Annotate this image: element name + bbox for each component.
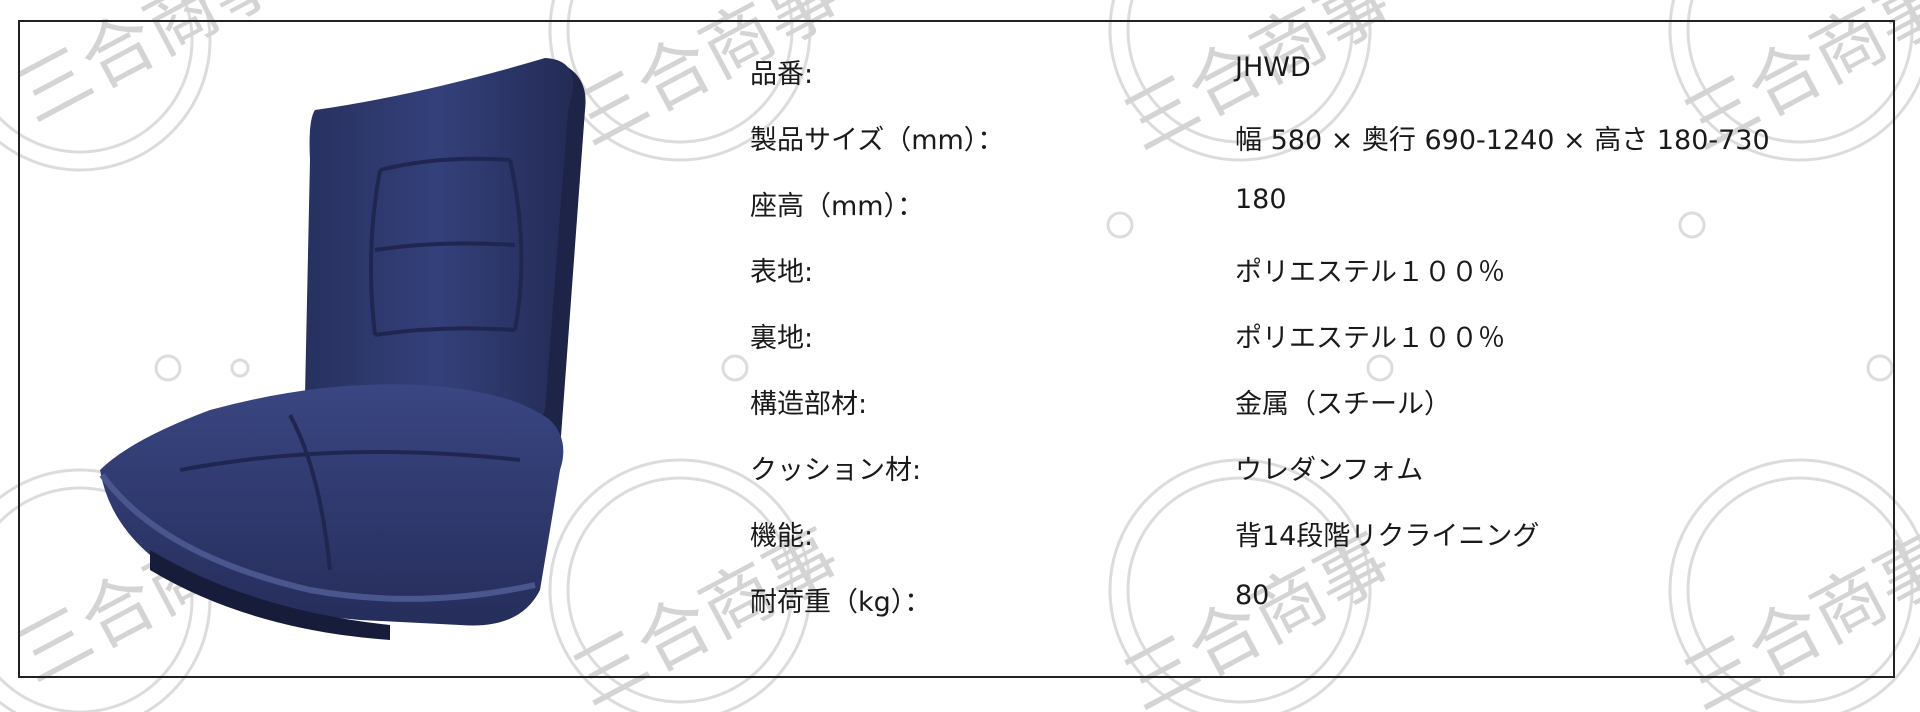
spec-row: 構造部材: 金属（スチール）	[750, 370, 1870, 436]
spec-label: 座高（mm）：	[750, 191, 925, 222]
spec-row: 製品サイズ（mm）： 幅 580 × 奥行 690-1240 × 高さ 180-…	[750, 106, 1870, 172]
spec-label: クッション材:	[750, 455, 922, 486]
spec-label: 製品サイズ（mm）：	[750, 125, 1005, 156]
spec-value: 180	[1235, 184, 1287, 215]
spec-label: 構造部材:	[750, 389, 868, 420]
spec-value: ウレダンフォム	[1235, 455, 1424, 486]
spec-frame	[18, 20, 1895, 678]
spec-value: 背14段階リクライニング	[1235, 521, 1540, 552]
spec-label: 耐荷重（kg）：	[750, 587, 932, 618]
spec-value: 金属（スチール）	[1235, 389, 1451, 420]
spec-label: 表地:	[750, 257, 814, 288]
spec-row: 裏地: ポリエステル１００％	[750, 304, 1870, 370]
spec-row: クッション材: ウレダンフォム	[750, 436, 1870, 502]
spec-value: ポリエステル１００％	[1235, 257, 1505, 288]
spec-table: 品番: JHWD 製品サイズ（mm）： 幅 580 × 奥行 690-1240 …	[750, 40, 1870, 634]
spec-value: JHWD	[1235, 52, 1311, 83]
spec-row: 耐荷重（kg）： 80	[750, 568, 1870, 634]
spec-row: 品番: JHWD	[750, 40, 1870, 106]
spec-row: 座高（mm）： 180	[750, 172, 1870, 238]
spec-label: 裏地:	[750, 323, 814, 354]
spec-value: 80	[1235, 580, 1270, 611]
spec-row: 機能: 背14段階リクライニング	[750, 502, 1870, 568]
spec-row: 表地: ポリエステル１００％	[750, 238, 1870, 304]
spec-label: 品番:	[750, 59, 814, 90]
spec-label: 機能:	[750, 521, 814, 552]
floor-chair-icon	[99, 58, 586, 640]
spec-value: 幅 580 × 奥行 690-1240 × 高さ 180-730	[1235, 125, 1770, 156]
spec-value: ポリエステル１００％	[1235, 323, 1505, 354]
